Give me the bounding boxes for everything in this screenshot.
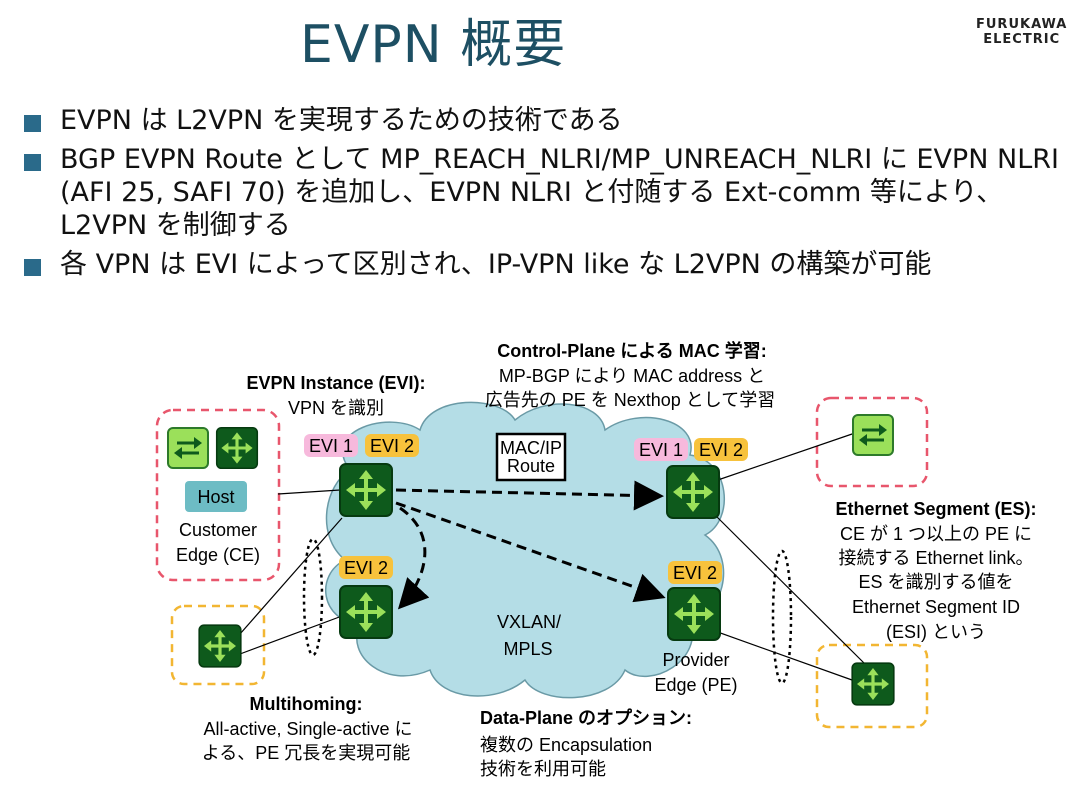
host-box [185, 481, 247, 512]
bullet-square-icon [24, 259, 41, 276]
multihoming-line2: よる、PE 冗長を実現可能 [202, 743, 410, 763]
macip-line2: Route [507, 456, 555, 476]
multihoming-title: Multihoming: [250, 694, 363, 714]
pe-router-icon [665, 464, 721, 520]
pe-label-line2: Edge (PE) [654, 675, 737, 695]
evi1-tag: EVI 1 [309, 436, 353, 456]
evi2-tag: EVI 2 [344, 558, 388, 578]
evi1-tag: EVI 1 [639, 440, 683, 460]
evi2-tag: EVI 2 [370, 436, 414, 456]
pe-label-line1: Provider [662, 650, 729, 670]
control-plane-title: Control-Plane による MAC 学習: [497, 340, 766, 361]
ce-label-line1: Customer [179, 520, 257, 540]
bullet-item: EVPN は L2VPN を実現するための技術である [22, 104, 1072, 137]
logo-line2: ELECTRIC [983, 32, 1061, 47]
ce-router-icon [215, 426, 259, 470]
switch-icon [166, 426, 210, 470]
ce-boundary-pink-right [815, 396, 929, 488]
control-plane-line2: 広告先の PE を Nexthop として学習 [485, 390, 776, 410]
pe-router-icon [338, 584, 394, 640]
page-title: EVPN 概要 [300, 15, 567, 75]
multihoming-line1: All-active, Single-active に [203, 719, 412, 739]
ce-boundary-yellow-right [815, 643, 929, 729]
bullet-square-icon [24, 115, 41, 132]
bullet-square-icon [24, 154, 41, 171]
data-plane-line1: 複数の Encapsulation [480, 735, 652, 755]
pe-router-icon [666, 586, 722, 642]
ce-boundary-pink [155, 408, 281, 582]
switch-icon [851, 413, 895, 457]
multihoming-ellipse-left [302, 537, 324, 657]
ce-router-icon [850, 661, 896, 707]
access-links [239, 432, 867, 681]
pe-router-icon [338, 462, 394, 518]
ce-label-line2: Edge (CE) [176, 545, 260, 565]
ce-router-icon [197, 623, 243, 669]
network-line2: MPLS [503, 639, 552, 659]
es-label-line2: 接続する Ethernet link。 [838, 548, 1033, 568]
company-logo: FURUKAWA ELECTRIC [976, 17, 1067, 47]
es-label-line1: CE が 1 つ以上の PE に [840, 524, 1032, 544]
evi-tags: EVI 1 EVI 2 EVI 1 EVI 2 EVI 2 EVI 2 [304, 434, 748, 584]
mac-learning-arrows [395, 480, 666, 610]
macip-route-box [495, 432, 567, 482]
bullet-item: 各 VPN は EVI によって区別され、IP-VPN like な L2VPN… [22, 248, 1072, 281]
bullet-item: BGP EVPN Route として MP_REACH_NLRI/MP_UNRE… [22, 143, 1072, 242]
macip-line1: MAC/IP [500, 438, 562, 458]
es-label-line5: (ESI) という [886, 622, 986, 642]
es-label-line4: Ethernet Segment ID [852, 597, 1020, 617]
es-label-line3: ES を識別する値を [858, 572, 1013, 592]
es-label-title: Ethernet Segment (ES): [835, 499, 1036, 519]
logo-line1: FURUKAWA [976, 17, 1068, 32]
bullet-list: EVPN は L2VPN を実現するための技術である BGP EVPN Rout… [22, 104, 1072, 287]
host-label: Host [197, 487, 234, 507]
evi-label-title: EVPN Instance (EVI): [246, 373, 425, 393]
data-plane-line2: 技術を利用可能 [480, 759, 606, 779]
evi2-tag: EVI 2 [673, 563, 717, 583]
control-plane-line1: MP-BGP により MAC address と [499, 366, 765, 386]
evi2-tag: EVI 2 [699, 440, 743, 460]
multihoming-ellipse-right [771, 549, 793, 685]
network-line1: VXLAN/ [497, 612, 561, 632]
data-plane-title: Data-Plane のオプション: [480, 707, 692, 728]
evi-label-line1: VPN を識別 [288, 398, 384, 418]
